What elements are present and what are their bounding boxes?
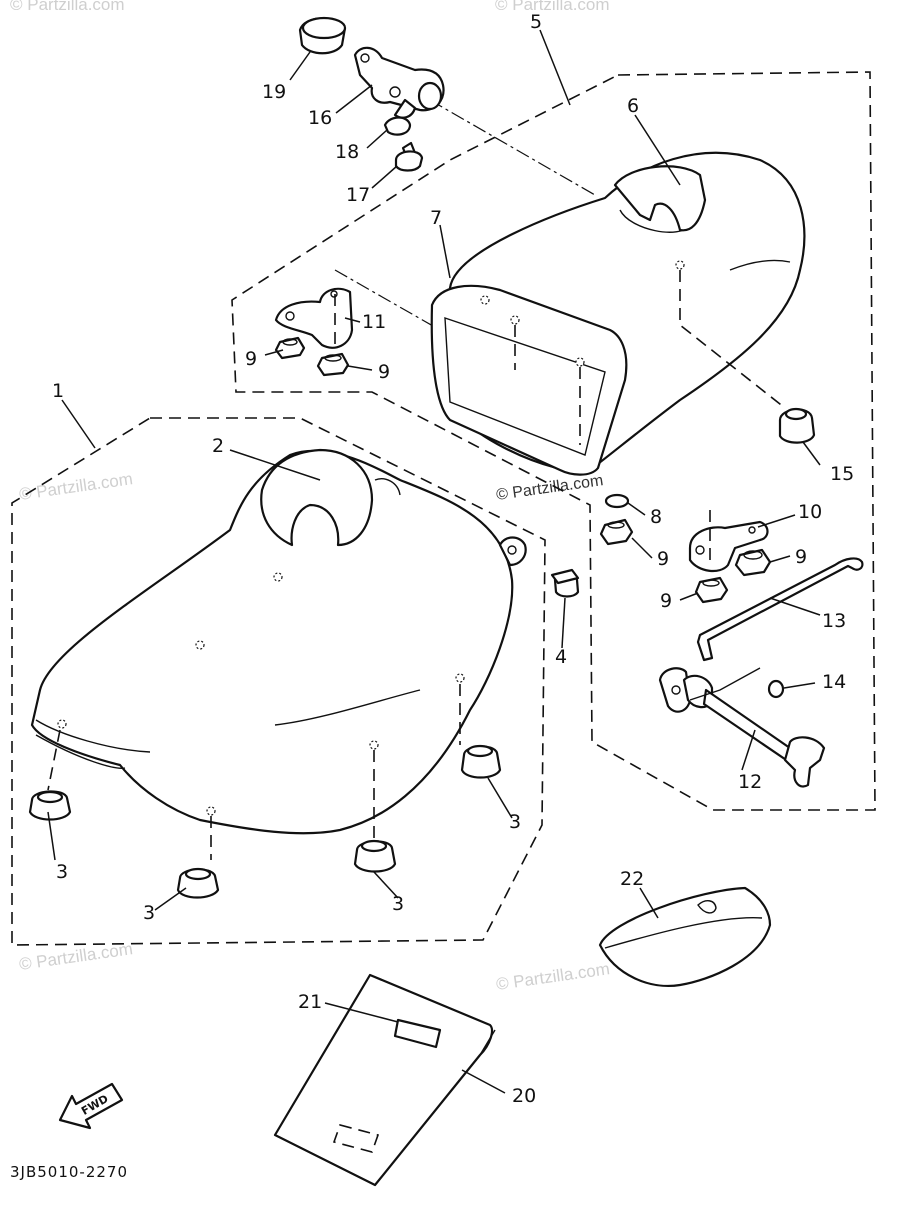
callout-10: 10 [798,501,822,523]
callout-numbers: 1 2 3 3 3 3 4 5 6 7 8 9 9 9 9 9 10 11 12… [52,11,854,1107]
watermark-mid-left: © Partzilla.com [18,469,134,504]
part-3-damper-a [28,790,72,821]
part-15-damper [778,407,816,444]
part-16-seat-lock [353,46,445,119]
part-13-rod [696,557,864,662]
front-seat [30,448,527,835]
bracket-alignment-line [334,269,441,331]
watermark-top-left: © Partzilla.com [10,0,125,14]
callout-16: 16 [308,107,332,129]
callout-6: 6 [627,95,639,117]
part-18-clip [383,116,412,136]
callout-3-right: 3 [509,811,521,833]
callout-3-center: 3 [392,893,404,915]
callout-9-upper-left: 9 [245,348,257,370]
part-9-nut-upper-right [316,352,350,377]
callout-3-left: 3 [56,861,68,883]
part-12-lock-assembly [658,667,826,788]
part-9-nut-lower-1 [599,518,634,546]
callout-3-bottom: 3 [143,902,155,924]
callout-9-lower-3: 9 [660,590,672,612]
callout-9-lower-2: 9 [795,546,807,568]
fwd-direction-arrow: FWD [58,1082,124,1130]
callout-21: 21 [298,991,322,1013]
part-9-nut-lower-3 [694,576,729,604]
rear-seat [430,151,806,476]
part-20-manual [273,973,496,1187]
part-11-bracket [274,287,354,350]
callout-19: 19 [262,81,286,103]
callout-9-lower-1: 9 [657,548,669,570]
part-9-nut-upper-left [274,336,306,360]
callout-14: 14 [822,671,846,693]
callout-13: 13 [822,610,846,632]
part-10-bracket [688,510,769,573]
lock-alignment-line [429,99,596,196]
part-9-nut-lower-2 [734,548,772,577]
callout-11: 11 [362,311,386,333]
part-17-bolt [394,141,424,172]
part-22-pouch [598,886,772,987]
front-seat-group-outline [11,417,546,946]
callout-22: 22 [620,868,644,890]
callout-12: 12 [738,771,762,793]
watermark-mid-center: © Partzilla.com [495,472,604,504]
part-3-damper-b [176,867,220,899]
callout-8: 8 [650,506,662,528]
part-3-damper-d [460,744,502,779]
callout-7: 7 [430,207,442,229]
callout-4: 4 [555,646,567,668]
front-seat-drop-lines [47,684,461,860]
callout-20: 20 [512,1085,536,1107]
rear-seat-group-outline [231,71,876,811]
drawing-code: 3JB5010-2270 [10,1163,128,1181]
part-8-washer [604,493,630,509]
callout-5: 5 [530,11,542,33]
callout-18: 18 [335,141,359,163]
part-3-damper-c [353,839,397,873]
part-14-washer [767,679,785,699]
callout-1: 1 [52,380,64,402]
callout-9-upper-right: 9 [378,361,390,383]
callout-15: 15 [830,463,854,485]
part-19-cap [298,16,347,55]
watermark-top-right: © Partzilla.com [495,0,610,14]
part-4-bolt [550,568,580,598]
callout-2: 2 [212,435,224,457]
watermark-bottom-right: © Partzilla.com [495,959,611,994]
leader-lines [47,29,821,1094]
callout-17: 17 [346,184,370,206]
